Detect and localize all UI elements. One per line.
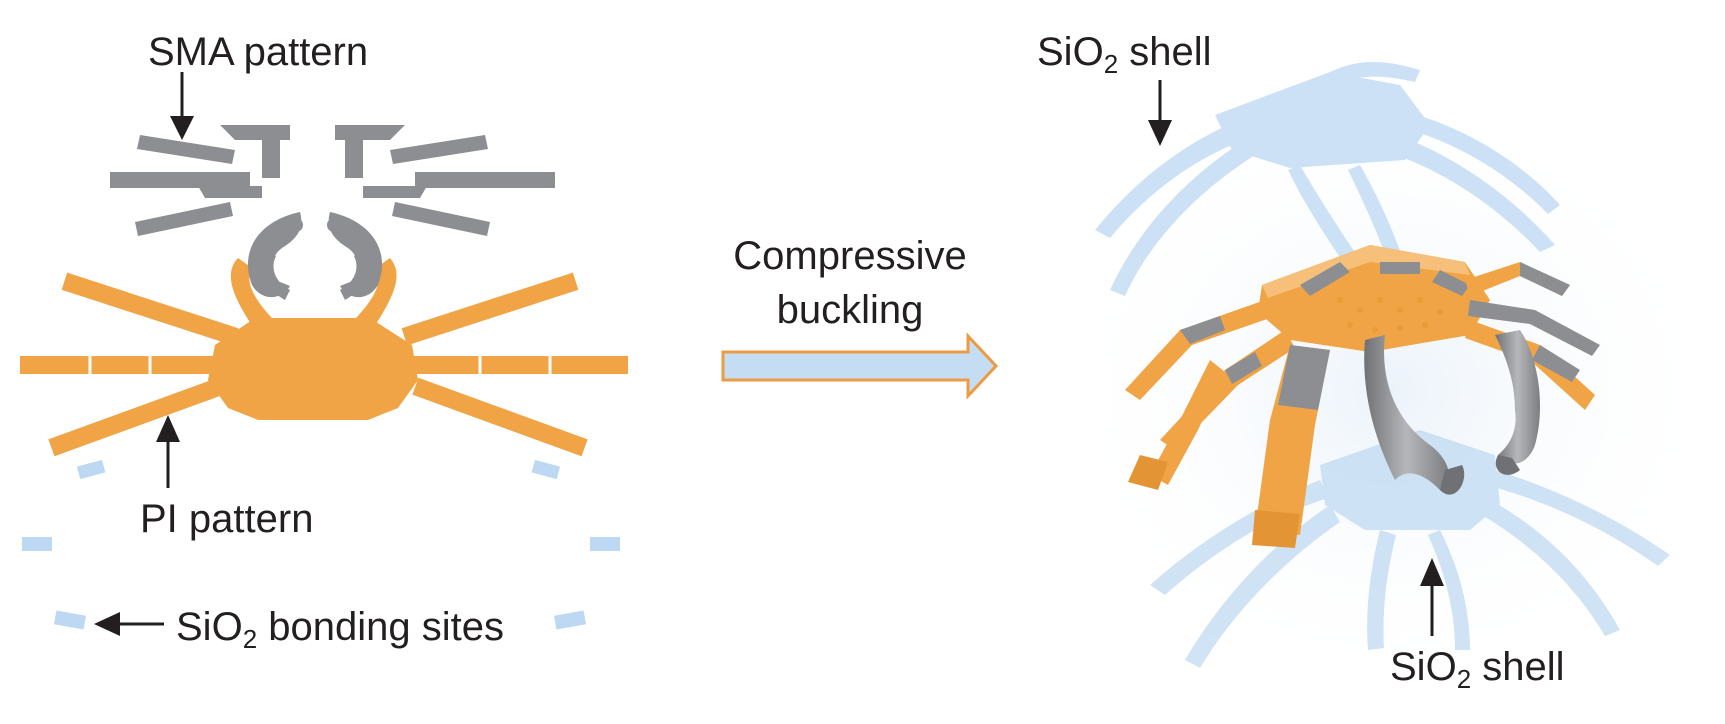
bonding-subscript: 2 <box>242 624 258 654</box>
process-line-1: Compressive <box>733 234 967 278</box>
sio2-bonding-sites <box>22 459 620 630</box>
sma-pointer-arrow <box>170 72 194 140</box>
bonding-sites-pointer-arrow <box>94 612 164 636</box>
sma-pattern <box>110 125 555 300</box>
shell-top-subscript: 2 <box>1103 49 1119 79</box>
shell-top-pointer-arrow <box>1148 80 1172 146</box>
pi-leg-gaps <box>88 354 552 376</box>
bonding-prefix: SiO <box>176 605 243 649</box>
shell-top-prefix: SiO <box>1037 30 1104 74</box>
pi-pattern-label: PI pattern <box>140 497 314 541</box>
shell-bottom-prefix: SiO <box>1390 645 1457 689</box>
sio2-shell-top-label: SiO2 shell <box>1037 30 1212 77</box>
shell-bottom-suffix: shell <box>1471 645 1565 689</box>
pi-pointer-arrow <box>156 415 180 488</box>
shell-bottom-subscript: 2 <box>1456 664 1472 694</box>
pi-pattern <box>20 258 628 457</box>
process-line-2: buckling <box>776 288 924 332</box>
sma-pattern-label: SMA pattern <box>148 30 369 74</box>
shell-top-suffix: shell <box>1118 30 1212 74</box>
bonding-suffix: bonding sites <box>257 605 504 649</box>
shell-bottom-pointer-arrow <box>1420 558 1444 636</box>
sio2-bonding-sites-label: SiO2 bonding sites <box>176 605 504 652</box>
sio2-shell-bottom-label: SiO2 shell <box>1390 645 1565 692</box>
sio2-shell-top <box>1095 61 1560 296</box>
crab-3d-structure <box>1125 245 1600 548</box>
compressive-buckling-arrow <box>721 332 999 400</box>
process-label: Compressive buckling <box>700 234 1000 332</box>
